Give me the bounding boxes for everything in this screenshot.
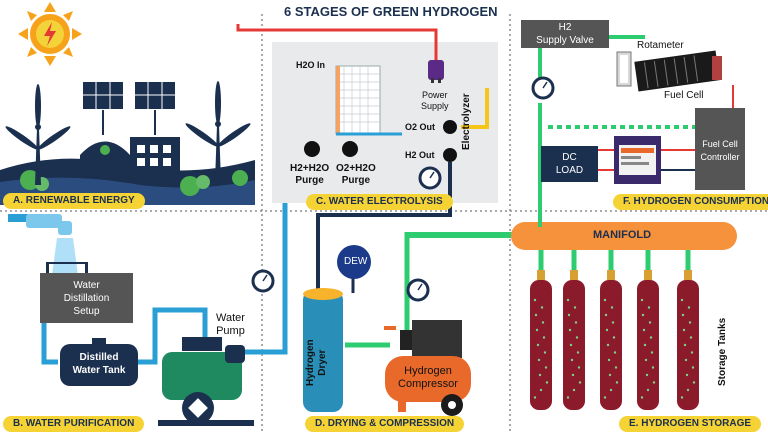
h2-line: [316, 162, 452, 290]
storage-cylinder: [600, 270, 622, 410]
o2-wire: [461, 88, 489, 129]
fuel-cell-controller: [695, 108, 745, 190]
section-tag-drying-compression: D. DRYING & COMPRESSION: [305, 416, 465, 432]
pressure-gauge-icon: [251, 269, 275, 293]
dew-label: DEW: [344, 256, 368, 267]
manifold-label: MANIFOLD: [593, 229, 652, 241]
h2-purge-port: [304, 141, 320, 157]
pressure-gauge-icon: [406, 278, 430, 302]
storage-cylinder: [530, 270, 552, 410]
load-wires: [598, 149, 695, 171]
section-tag-hydrogen-storage: E. HYDROGEN STORAGE: [619, 416, 762, 432]
hydrogen-dryer: [303, 288, 343, 412]
dew-point-sensor: [337, 245, 371, 293]
sun-icon: [18, 2, 82, 66]
power-wire: [236, 24, 438, 70]
electrolyzer-label: Electrolyzer: [461, 93, 472, 150]
section-tag-hydrogen-consumption: F. HYDROGEN CONSUMPTION: [613, 194, 768, 210]
h2-out-label: H2 Out: [405, 150, 435, 160]
manifold-bar: [511, 222, 737, 250]
pressure-gauge-icon: [418, 166, 442, 190]
rotameter-icon: [616, 51, 632, 87]
wind-turbines-icon: [5, 81, 251, 185]
hydrogen-compressor: [384, 320, 471, 416]
section-tag-renewable-energy: A. RENEWABLE ENERGY: [3, 193, 145, 209]
rotameter-label: Rotameter: [637, 40, 684, 51]
section-tag-water-purification: B. WATER PURIFICATION: [3, 416, 145, 432]
solar-panels-icon: [83, 82, 175, 135]
fuel-cell-label: Fuel Cell: [664, 90, 704, 101]
water-pump-icon: [158, 337, 254, 426]
stage-dividers: [0, 14, 768, 433]
pressure-gauge-icon: [531, 76, 555, 100]
storage-tanks-label: Storage Tanks: [717, 317, 728, 386]
water-distillation-setup: [40, 273, 133, 323]
dc-load: [541, 146, 598, 182]
page-title: 6 STAGES OF GREEN HYDROGEN: [284, 4, 498, 19]
storage-cylinder: [677, 270, 699, 410]
electrolyzer-stack: [335, 65, 402, 136]
o2-out-port: [443, 120, 457, 134]
storage-cylinder: [637, 270, 659, 410]
o2-purge-port: [342, 141, 358, 157]
electrolysis-panel: [272, 42, 498, 203]
storage-cylinders: [530, 270, 699, 410]
distilled-water-tank: [60, 338, 138, 386]
section-tag-water-electrolysis: C. WATER ELECTROLYSIS: [306, 194, 453, 210]
storage-cylinder: [563, 270, 585, 410]
h2-out-port: [443, 148, 457, 162]
h2-supply-valve: [521, 20, 609, 48]
water-faucet-icon: [8, 214, 78, 275]
power-plug-icon: [428, 60, 444, 83]
power-meter-icon: [614, 136, 661, 184]
h2o-in-label: H2O In: [296, 60, 326, 70]
house-icon: [80, 137, 180, 175]
o2-out-label: O2 Out: [405, 122, 436, 132]
fuel-cell-icon: [634, 50, 722, 92]
